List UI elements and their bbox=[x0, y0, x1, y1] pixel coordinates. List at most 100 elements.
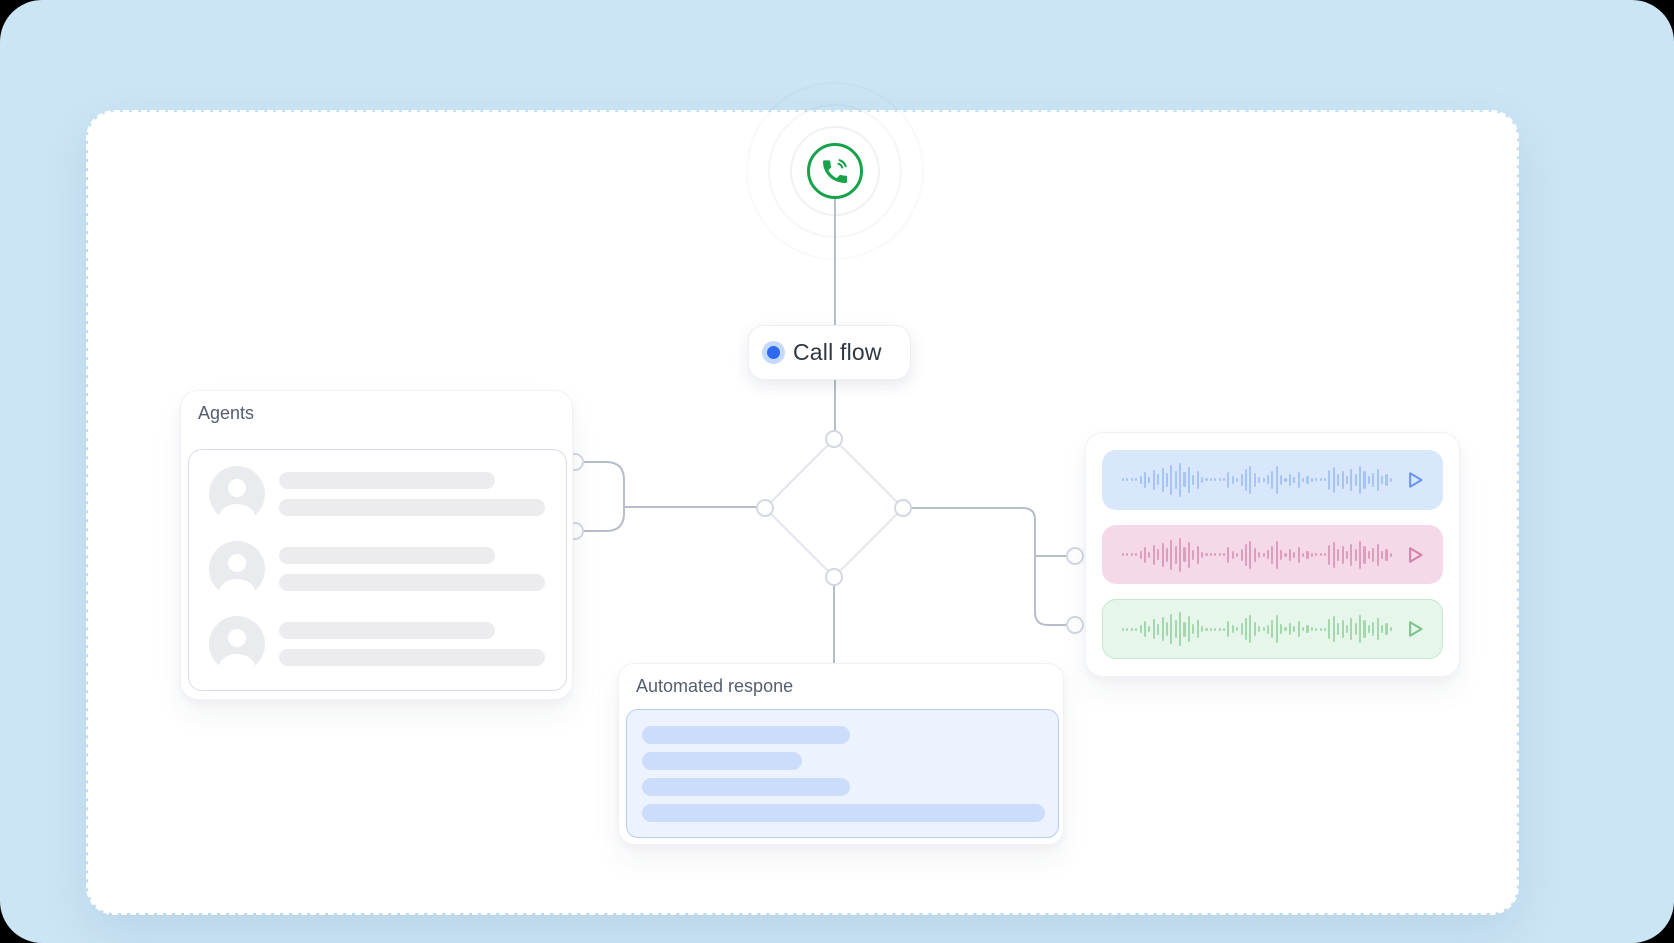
audio-track-pink[interactable] bbox=[1102, 524, 1443, 585]
avatar-icon bbox=[209, 466, 265, 522]
agent-skeleton-lines bbox=[279, 472, 545, 516]
port-diamond-left[interactable] bbox=[756, 499, 774, 517]
waveform-bar bbox=[1126, 553, 1129, 556]
waveform-bar bbox=[1293, 551, 1296, 558]
response-skeleton-bar bbox=[642, 752, 802, 770]
waveform-bar bbox=[1183, 547, 1186, 562]
agent-row bbox=[209, 466, 546, 522]
waveform-bar bbox=[1284, 477, 1287, 482]
skeleton-bar bbox=[279, 622, 495, 639]
waveform-bar bbox=[1201, 476, 1204, 483]
response-skeleton-bar bbox=[642, 726, 850, 744]
waveform-bar bbox=[1367, 550, 1370, 559]
waveform-bar bbox=[1302, 477, 1305, 482]
audio-track-green[interactable] bbox=[1102, 599, 1443, 660]
waveform-bar bbox=[1262, 552, 1265, 557]
waveform-bar bbox=[1271, 545, 1274, 564]
waveform-bar bbox=[1363, 470, 1366, 489]
waveform-bar bbox=[1174, 470, 1177, 489]
waveform-bar bbox=[1359, 615, 1362, 644]
waveform-bar bbox=[1302, 627, 1305, 632]
waveform-bar bbox=[1240, 548, 1243, 561]
waveform-bar bbox=[1222, 478, 1226, 482]
waveform-bar bbox=[1385, 623, 1388, 636]
automated-response-card[interactable]: Automated respone bbox=[618, 663, 1064, 845]
waveform-bar bbox=[1236, 627, 1239, 632]
waveform-bar bbox=[1236, 477, 1239, 482]
agent-skeleton-lines bbox=[279, 547, 545, 591]
waveform-bar bbox=[1275, 540, 1278, 569]
port-diamond-right[interactable] bbox=[894, 499, 912, 517]
waveform-bar bbox=[1288, 473, 1291, 486]
waveform-bar bbox=[1236, 552, 1239, 557]
waveform-bar bbox=[1332, 541, 1335, 568]
play-icon bbox=[1409, 621, 1423, 637]
waveform bbox=[1122, 460, 1392, 500]
waveform-bar bbox=[1266, 550, 1269, 559]
avatar-icon bbox=[209, 616, 265, 672]
waveform-bar bbox=[1179, 537, 1182, 572]
waveform-bar bbox=[1201, 626, 1204, 633]
waveform-bar bbox=[1310, 552, 1313, 557]
play-icon bbox=[1409, 546, 1423, 563]
waveform-bar bbox=[1323, 553, 1327, 556]
waveform-bar bbox=[1328, 544, 1331, 565]
waveform-bar bbox=[1389, 477, 1392, 482]
waveform-bar bbox=[1130, 478, 1133, 482]
waveform-bar bbox=[1244, 468, 1248, 491]
waveform-bar bbox=[1196, 545, 1199, 564]
waveform-bar bbox=[1139, 475, 1142, 484]
waveform-bar bbox=[1385, 548, 1388, 561]
audio-responses-card[interactable] bbox=[1085, 432, 1460, 677]
waveform-bar bbox=[1350, 468, 1353, 491]
waveform-bar bbox=[1209, 553, 1212, 556]
waveform-bar bbox=[1306, 625, 1309, 634]
waveform-bar bbox=[1227, 621, 1230, 638]
waveform-bar bbox=[1152, 544, 1155, 565]
port-audio-top[interactable] bbox=[1066, 547, 1084, 565]
port-diamond-bottom[interactable] bbox=[825, 568, 843, 586]
waveform-bar bbox=[1258, 551, 1261, 558]
waveform-bar bbox=[1183, 621, 1186, 637]
waveform-bar bbox=[1306, 550, 1309, 559]
play-button[interactable] bbox=[1400, 614, 1430, 644]
waveform-bar bbox=[1350, 618, 1353, 641]
automated-response-title: Automated respone bbox=[636, 676, 794, 696]
agents-card[interactable]: Agents bbox=[180, 390, 573, 700]
waveform-bar bbox=[1192, 474, 1195, 485]
waveform-bar bbox=[1227, 546, 1230, 563]
waveform-bar bbox=[1231, 625, 1234, 634]
port-audio-bottom[interactable] bbox=[1066, 616, 1084, 634]
waveform-bar bbox=[1345, 625, 1349, 634]
waveform-bar bbox=[1253, 472, 1256, 487]
waveform-bar bbox=[1293, 626, 1296, 633]
waveform-bar bbox=[1337, 548, 1340, 561]
waveform-bar bbox=[1187, 466, 1190, 493]
waveform-bar bbox=[1363, 620, 1366, 639]
waveform-bar bbox=[1389, 627, 1392, 632]
play-button[interactable] bbox=[1400, 540, 1430, 570]
incoming-call-node[interactable] bbox=[807, 143, 863, 199]
play-icon bbox=[1409, 472, 1423, 488]
waveform-bar bbox=[1315, 553, 1318, 556]
waveform-bar bbox=[1122, 627, 1125, 631]
waveform-bar bbox=[1183, 472, 1186, 488]
waveform-bar bbox=[1271, 620, 1274, 639]
waveform-bar bbox=[1244, 543, 1248, 566]
waveform-bar bbox=[1130, 553, 1133, 556]
audio-track-blue[interactable] bbox=[1102, 450, 1443, 510]
connector-ports bbox=[566, 430, 1084, 634]
call-flow-node[interactable]: Call flow bbox=[748, 325, 911, 380]
waveform-bar bbox=[1288, 548, 1291, 561]
waveform-bar bbox=[1367, 475, 1370, 484]
waveform-bar bbox=[1174, 620, 1177, 639]
waveform-bar bbox=[1363, 545, 1366, 564]
port-diamond-top[interactable] bbox=[825, 430, 843, 448]
waveform-bar bbox=[1319, 553, 1322, 556]
waveform-bar bbox=[1135, 478, 1138, 482]
play-button[interactable] bbox=[1400, 465, 1430, 495]
waveform-bar bbox=[1341, 620, 1344, 639]
waveform-bar bbox=[1170, 539, 1173, 570]
waveform-bar bbox=[1359, 540, 1362, 569]
